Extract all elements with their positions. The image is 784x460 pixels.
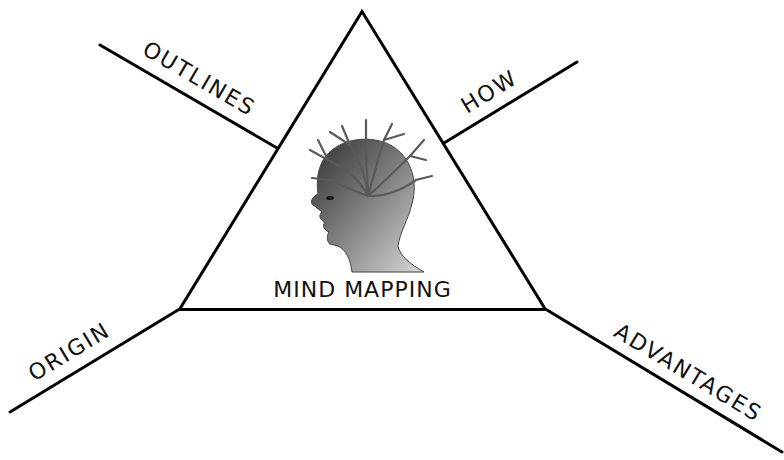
head-eye	[326, 196, 334, 200]
branch-line	[10, 310, 178, 412]
head-illustration	[310, 120, 432, 272]
brain-branch	[312, 178, 368, 196]
brain-branches	[310, 120, 432, 196]
head-silhouette	[311, 139, 424, 272]
brain-branch	[410, 156, 426, 160]
brain-branch	[318, 140, 328, 160]
brain-branch	[342, 126, 368, 196]
brain-branch	[330, 132, 350, 145]
branch-line	[547, 310, 782, 452]
mind-map-triangle: MIND MAPPING	[178, 10, 547, 311]
triangle-outline	[178, 10, 547, 311]
brain-branch	[368, 140, 424, 196]
center-title: MIND MAPPING	[273, 277, 451, 303]
brain-branch	[384, 134, 404, 140]
branch-line	[444, 62, 577, 143]
branch-label: HOW	[457, 65, 523, 120]
branch-label: ADVANTAGES	[609, 318, 767, 427]
brain-branch	[366, 120, 368, 196]
brain-branch	[368, 176, 432, 196]
brain-branch	[310, 150, 368, 196]
branch-lines	[10, 45, 782, 452]
triangle-border	[180, 12, 546, 310]
